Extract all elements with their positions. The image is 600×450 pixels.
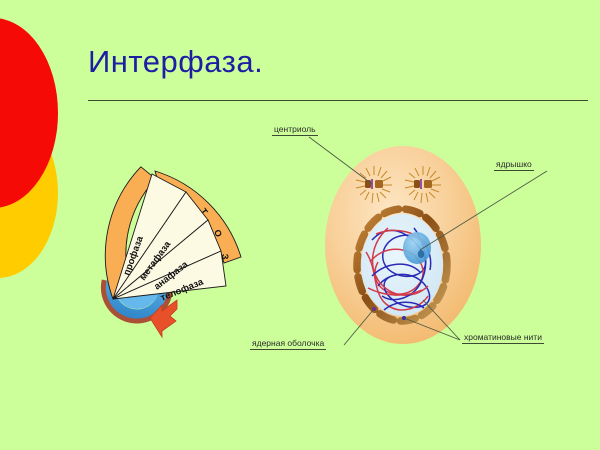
phase-label-metaphase: метафаза: [138, 239, 174, 283]
mitosis-arc: [104, 166, 157, 300]
leader-envelope: [343, 308, 375, 346]
phase-label-anaphase: анафаза: [152, 259, 191, 293]
phase-wedges: [112, 173, 227, 300]
cycle-ring: [100, 251, 173, 324]
label-nucleolus-text: ядрышко: [496, 159, 532, 169]
svg-text:Т: Т: [198, 206, 210, 217]
wedge-metaphase: [112, 191, 209, 300]
svg-text:М: М: [154, 180, 164, 192]
svg-text:З: З: [220, 253, 230, 260]
exit-arrow: [149, 299, 178, 339]
label-chromatin: хроматиновые нити: [462, 332, 544, 344]
phase-label-prophase: профаза: [121, 234, 146, 277]
wedge-prophase: [112, 173, 187, 300]
label-chromatin-rule: [462, 343, 544, 344]
label-centriole-rule: [272, 135, 318, 136]
cytoplasm: [325, 146, 481, 344]
label-nuclear-envelope: ядерная оболочка: [250, 338, 327, 350]
leader-chromatin-a: [422, 299, 461, 341]
phase-labels: профаза метафаза анафаза телофаза: [121, 234, 205, 304]
label-nuclear-envelope-rule: [250, 349, 327, 350]
label-centriole-text: центриоль: [274, 124, 316, 134]
nuclear-envelope: [353, 205, 451, 325]
phase-label-telophase: телофаза: [159, 276, 206, 303]
svg-text:И: И: [179, 190, 190, 202]
leader-chromatin-b: [403, 317, 461, 341]
centriole-right: [404, 166, 441, 204]
title-divider: [88, 100, 588, 101]
wedge-telophase: [112, 250, 227, 300]
chromatin-anchor-dot: [402, 316, 406, 320]
label-nucleolus: ядрышко: [494, 159, 534, 171]
chromatin-threads: [365, 227, 432, 311]
label-chromatin-text: хроматиновые нити: [464, 332, 542, 342]
wedge-anaphase: [112, 219, 222, 300]
label-centriole: центриоль: [272, 124, 318, 136]
label-nucleolus-rule: [494, 170, 534, 171]
leader-nucleolus: [419, 170, 548, 251]
mitosis-label: М И Т О З: [154, 180, 230, 260]
fan-diagram: М И Т О З профаза метафаза анафаза телоф…: [100, 166, 242, 339]
mitosis-band: [154, 170, 242, 264]
nucleus: [361, 214, 443, 316]
leader-centriole: [308, 136, 373, 185]
label-nuclear-envelope-text: ядерная оболочка: [252, 338, 325, 348]
svg-text:О: О: [212, 228, 224, 238]
envelope-anchor-dot: [372, 307, 376, 311]
nucleolus-core: [417, 250, 425, 258]
nucleolus: [403, 232, 431, 264]
cell-diagram: [325, 146, 481, 344]
page-title: Интерфаза.: [88, 44, 264, 79]
centriole-left: [355, 166, 392, 204]
